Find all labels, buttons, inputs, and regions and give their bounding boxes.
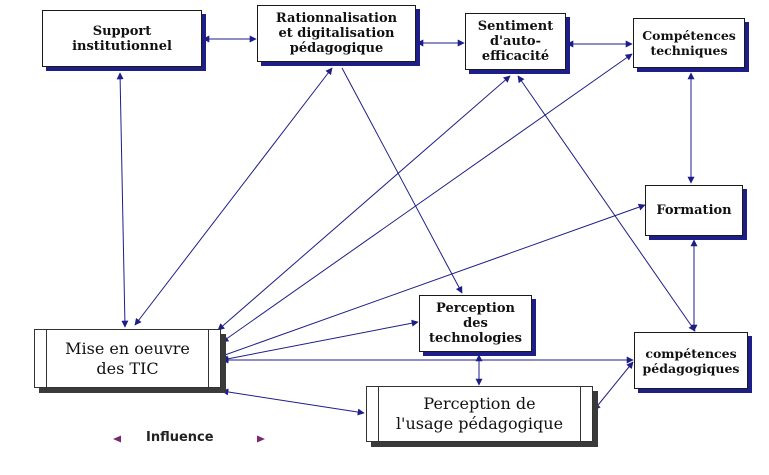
edge-mise-en-oeuvre-perception-technologies	[221, 319, 419, 363]
node-support-institutionnel: Support institutionnel	[42, 10, 202, 67]
node-competences-techniques: Compétences techniques	[633, 18, 745, 68]
node-rationalisation-digitalisation: Rationnalisation et digitalisation pédag…	[257, 5, 416, 62]
legend-label: Influence	[146, 430, 214, 445]
edge-rationalisation-perception-technologies	[341, 67, 463, 294]
node-sentiment-auto-efficacite: Sentiment d'auto- efficacité	[465, 13, 566, 70]
legend-arrows	[113, 435, 265, 443]
node-mise-en-oeuvre-tic: Mise en oeuvre des TIC	[34, 329, 221, 388]
legend-arrow-right	[257, 435, 265, 443]
legend-arrow-left	[113, 435, 121, 443]
node-perception-technologies: Perception des technologies	[419, 295, 532, 352]
edge-support-mise-en-oeuvre	[116, 72, 129, 328]
edge-perception-usage-competences-pedagogiques	[593, 361, 634, 411]
edge-mise-en-oeuvre-perception-usage	[221, 388, 365, 416]
edge-rationalisation-mise-en-oeuvre	[134, 67, 333, 326]
node-perception-usage-pedagogique: Perception de l'usage pédagogique	[366, 386, 593, 442]
node-competences-pedagogiques: compétences pédagogiques	[634, 332, 748, 389]
edge-competences-techniques-mise-en-oeuvre	[221, 53, 633, 343]
edge-sentiment-mise-en-oeuvre	[217, 75, 511, 331]
node-formation: Formation	[645, 185, 743, 236]
